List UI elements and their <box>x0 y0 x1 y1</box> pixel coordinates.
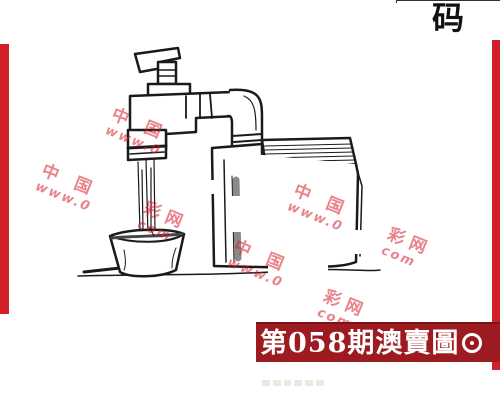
left-red-border <box>0 44 9 314</box>
corner-character: 码 <box>432 0 465 37</box>
top-frame-line <box>396 0 500 3</box>
erased-patch <box>268 254 328 294</box>
right-red-border <box>492 40 500 370</box>
faint-caption <box>262 378 324 388</box>
circle-dot-icon <box>462 333 483 353</box>
erased-patch <box>280 210 320 240</box>
erased-patch <box>344 230 374 254</box>
erased-patch <box>210 180 220 194</box>
issue-banner: 第058期澳賣圖 <box>256 322 500 362</box>
banner-title: 第058期澳賣圖 <box>260 327 460 359</box>
erased-patch <box>228 196 252 232</box>
